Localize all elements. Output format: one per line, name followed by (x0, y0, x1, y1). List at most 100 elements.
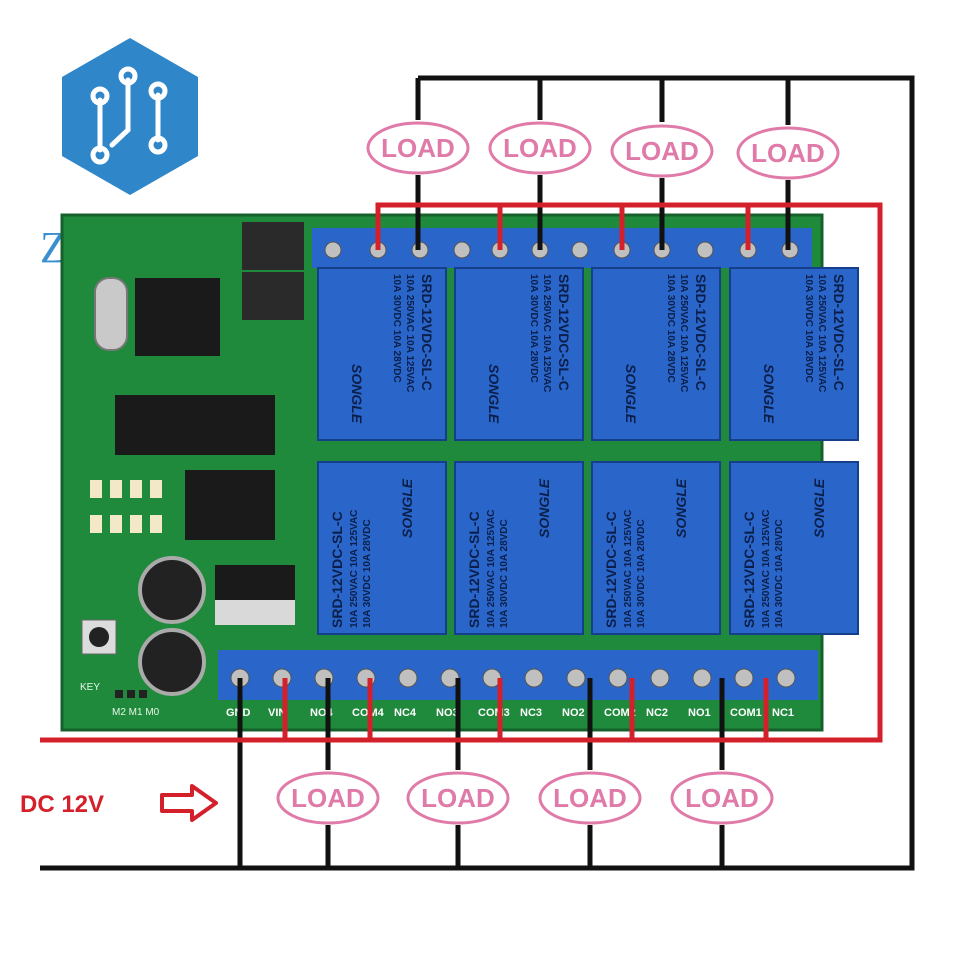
relay-rating: 10A 250VAC 10A 125VAC (404, 274, 415, 392)
terminal-label: NC1 (772, 707, 794, 719)
load-label: LOAD (381, 133, 455, 163)
ic-chip (185, 470, 275, 540)
terminal-screw[interactable] (566, 668, 586, 688)
capacitor (138, 556, 206, 624)
terminal-label: COM3 (478, 707, 510, 719)
load: LOAD (670, 771, 774, 825)
relay-rating: 10A 30VDC 10A 28VDC (362, 519, 373, 628)
load: LOAD (406, 771, 510, 825)
relay-rating: 10A 250VAC 10A 125VAC (486, 510, 497, 628)
relay-rating: 10A 30VDC 10A 28VDC (499, 519, 510, 628)
terminal-label: VIN (268, 707, 286, 719)
wiring (40, 75, 915, 871)
load: LOAD (610, 124, 714, 178)
relay-rating: 10A 250VAC 10A 125VAC (816, 274, 827, 392)
relay-brand: SONGLE (486, 364, 502, 424)
terminal-screw[interactable] (776, 668, 796, 688)
audio-jack (242, 222, 304, 270)
load-label: LOAD (291, 783, 365, 813)
load: LOAD (538, 771, 642, 825)
terminal-label: COM2 (604, 707, 636, 719)
mode-labels: M2 M1 M0 (112, 707, 160, 718)
load-label: LOAD (553, 783, 627, 813)
relay-rating: 10A 30VDC 10A 28VDC (636, 519, 647, 628)
relay-rating: 10A 30VDC 10A 28VDC (774, 519, 785, 628)
power-input: DC 12V (20, 784, 218, 822)
right-arrow-icon (160, 784, 218, 822)
circuit-icon (90, 66, 168, 165)
load-label: LOAD (625, 136, 699, 166)
terminal-label: NC3 (520, 707, 542, 719)
status-leds (90, 480, 162, 533)
key-label: KEY (80, 682, 100, 693)
relay-rating: 10A 30VDC 10A 28VDC (528, 274, 539, 383)
audio-jack (242, 272, 304, 320)
load-label: LOAD (503, 133, 577, 163)
relay-model: SRD-12VDC-SL-C (603, 511, 619, 628)
relay-rating: 10A 250VAC 10A 125VAC (349, 510, 360, 628)
relay-brand: SONGLE (623, 364, 639, 424)
relay-rating: 10A 250VAC 10A 125VAC (541, 274, 552, 392)
load-label: LOAD (421, 783, 495, 813)
relay-rating: 10A 30VDC 10A 28VDC (665, 274, 676, 383)
terminal-screw[interactable] (650, 668, 670, 688)
relay-model: SRD-12VDC-SL-C (329, 511, 345, 628)
terminal-label: COM1 (730, 707, 762, 719)
relay-rating: 10A 30VDC 10A 28VDC (803, 274, 814, 383)
load: LOAD (366, 121, 470, 175)
relay-brand: SONGLE (399, 478, 415, 538)
ic-chip (135, 278, 220, 356)
load-label: LOAD (751, 138, 825, 168)
terminal-screw[interactable] (608, 668, 628, 688)
relay-model: SRD-12VDC-SL-C (693, 274, 709, 391)
load: LOAD (736, 126, 840, 180)
terminal-screw[interactable] (692, 668, 712, 688)
relay-model: SRD-12VDC-SL-C (741, 511, 757, 628)
wire-positive-main (40, 202, 883, 743)
ic-chip (115, 395, 195, 455)
relay-brand: SONGLE (349, 364, 365, 424)
terminal-block-bottom (218, 650, 818, 700)
relay-model: SRD-12VDC-SL-C (419, 274, 435, 391)
terminal-label: NC4 (394, 707, 417, 719)
crystal-oscillator (94, 277, 128, 351)
relay-rating: 10A 250VAC 10A 125VAC (623, 510, 634, 628)
terminal-label: NO3 (436, 707, 459, 719)
ic-chip (195, 395, 275, 455)
terminal-screw[interactable] (398, 668, 418, 688)
mode-jumpers (115, 690, 147, 698)
relay-model: SRD-12VDC-SL-C (831, 274, 847, 391)
relay-rating: 10A 250VAC 10A 125VAC (761, 510, 772, 628)
relay-brand: SONGLE (761, 364, 777, 424)
terminal-label: NC2 (646, 707, 668, 719)
capacitor (138, 628, 206, 696)
relay-brand: SONGLE (811, 478, 827, 538)
relay-brand: SONGLE (673, 478, 689, 538)
power-label: DC 12V (20, 791, 104, 818)
terminal-screws-bottom (230, 668, 796, 688)
terminal-label: NO1 (688, 707, 711, 719)
load: LOAD (488, 121, 592, 175)
load-label: LOAD (685, 783, 759, 813)
terminal-screw[interactable] (272, 668, 292, 688)
relay-model: SRD-12VDC-SL-C (466, 511, 482, 628)
terminal-screw[interactable] (734, 668, 754, 688)
loads: LOAD LOAD LOAD LOAD LOAD LOAD LOAD LOAD (276, 121, 840, 825)
relay-brand: SONGLE (536, 478, 552, 538)
relay-model: SRD-12VDC-SL-C (556, 274, 572, 391)
terminal-screw[interactable] (524, 668, 544, 688)
terminal-label: NO2 (562, 707, 585, 719)
wire-negative-top (40, 75, 915, 871)
